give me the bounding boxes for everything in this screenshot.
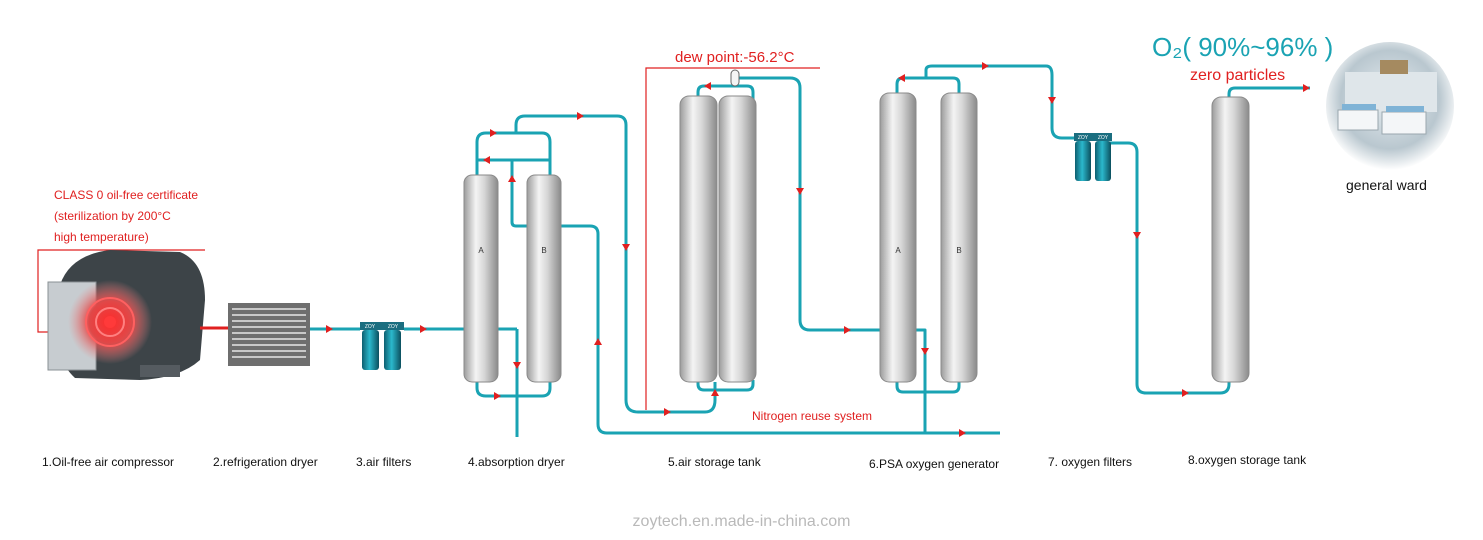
step-label-air-filters: 3.air filters [356, 455, 412, 469]
step-label-refrigeration-dryer: 2.refrigeration dryer [213, 455, 318, 469]
air-storage-tanks [679, 95, 757, 383]
dew-point-sensor-icon [730, 69, 740, 87]
oxygen-filter-badge-2: ZOY [1098, 135, 1109, 141]
psa-tank-a-letter: A [895, 246, 901, 255]
psa-tank-b-letter: B [956, 246, 961, 255]
general-ward-label: general ward [1346, 177, 1427, 193]
step-label-absorption-dryer: 4.absorption dryer [468, 455, 565, 469]
step-label-oxygen-filters: 7. oxygen filters [1048, 455, 1133, 469]
general-ward-photo [1326, 42, 1454, 170]
air-filter-badge-2: ZOY [388, 324, 399, 330]
step-label-compressor: 1.Oil-free air compressor [42, 455, 175, 469]
psa-oxygen-generator-tanks [879, 92, 978, 383]
step-label-air-storage-tank: 5.air storage tank [668, 455, 761, 469]
zero-particles-label: zero particles [1190, 67, 1286, 84]
step-label-psa-oxygen-generator: 6.PSA oxygen generator [869, 457, 1000, 471]
dew-point-label: dew point:-56.2°C [675, 49, 795, 66]
air-compressor-illustration [47, 250, 205, 380]
nitrogen-reuse-label: Nitrogen reuse system [752, 409, 873, 423]
dryer-tank-a-letter: A [478, 246, 484, 255]
certificate-line-3: high temperature) [54, 230, 149, 244]
compressor-certificate-note: CLASS 0 oil-free certificate (sterilizat… [54, 185, 198, 248]
refrigeration-dryer-illustration [228, 303, 310, 366]
certificate-line-2: (sterilization by 200°C [54, 209, 171, 223]
air-filter-badge-1: ZOY [365, 324, 376, 330]
step-label-oxygen-storage-tank: 8.oxygen storage tank [1188, 453, 1307, 467]
oxygen-purity-label: O₂( 90%~96% ) [1152, 32, 1334, 62]
certificate-line-1: CLASS 0 oil-free certificate [54, 188, 199, 202]
oxygen-storage-tank [1211, 96, 1250, 383]
oxygen-filter-badge-1: ZOY [1078, 135, 1089, 141]
watermark: zoytech.en.made-in-china.com [632, 513, 851, 530]
oxygen-filters-illustration: ZOY ZOY [1074, 133, 1112, 181]
absorption-dryer-tanks [463, 174, 562, 383]
air-filters-illustration: ZOY ZOY [360, 322, 404, 370]
flow-arrows [326, 62, 1310, 437]
dryer-tank-b-letter: B [541, 246, 546, 255]
